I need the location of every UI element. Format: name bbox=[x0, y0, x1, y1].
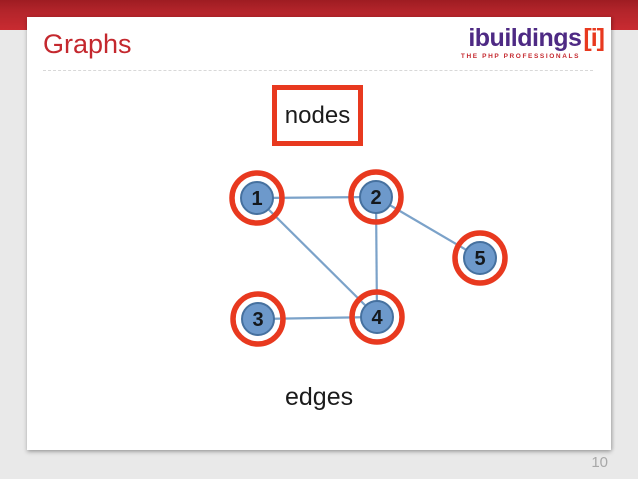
node-circle bbox=[241, 302, 275, 336]
logo-wordmark: ibuildings bbox=[468, 24, 582, 52]
edge-line bbox=[256, 197, 378, 318]
slide-title: Graphs bbox=[43, 29, 132, 59]
node-number: 1 bbox=[251, 188, 262, 210]
nodes-label-box: nodes bbox=[272, 85, 363, 146]
page-number: 10 bbox=[591, 454, 608, 471]
node-highlight-ring bbox=[230, 291, 286, 347]
node-number: 3 bbox=[252, 309, 263, 331]
node-highlight-ring bbox=[348, 169, 404, 225]
logo-tagline: THE PHP PROFESSIONALS bbox=[460, 53, 580, 60]
node-circle bbox=[360, 300, 394, 334]
graph-svg: 1 2 3 4 5 bbox=[229, 169, 508, 347]
nodes-label: nodes bbox=[284, 101, 351, 129]
edge-line bbox=[375, 196, 481, 259]
edges-label: edges bbox=[285, 383, 354, 411]
node-circle bbox=[359, 180, 393, 214]
node-highlight-ring bbox=[452, 230, 508, 286]
edge-line bbox=[256, 195, 377, 200]
node-circle bbox=[240, 181, 274, 215]
node-number: 4 bbox=[371, 307, 383, 329]
node-number: 5 bbox=[474, 248, 485, 270]
node-circle bbox=[463, 241, 497, 275]
ibuildings-logo: ibuildings[i] THE PHP PROFESSIONALS bbox=[460, 24, 605, 61]
edge-line bbox=[257, 315, 378, 321]
logo-wordmark-row: ibuildings[i] bbox=[461, 24, 605, 52]
node-highlight-ring bbox=[229, 170, 285, 226]
edge-line bbox=[374, 196, 379, 318]
slide-card: Graphs ibuildings[i] THE PHP PROFESSIONA… bbox=[27, 17, 611, 450]
node-number: 2 bbox=[370, 187, 381, 209]
title-separator-line bbox=[43, 70, 593, 71]
node-highlight-ring bbox=[349, 289, 405, 345]
logo-bracket-i-icon: [i] bbox=[583, 24, 605, 52]
